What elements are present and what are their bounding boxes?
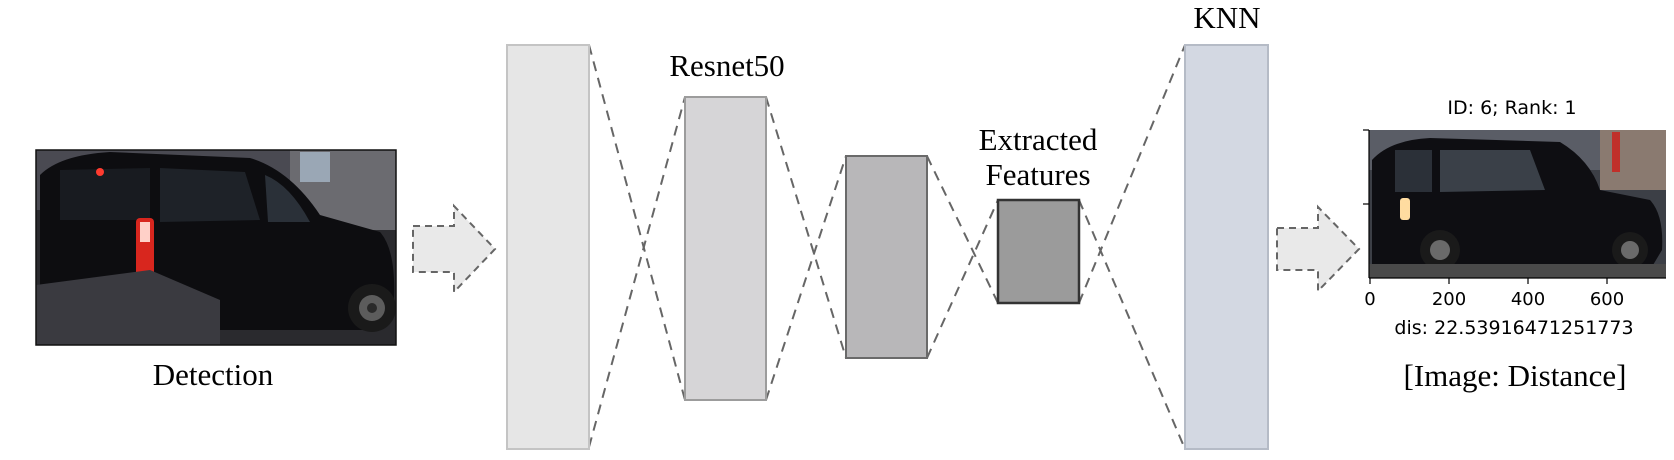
detection-label: Detection [153,357,274,392]
resnet-layer-1 [506,44,590,450]
layer-connectors [588,44,1186,450]
output-label: [Image: Distance] [1404,358,1627,393]
knn-block [1184,44,1269,450]
x-tick-label: 600 [1590,289,1624,310]
x-tick-label: 200 [1432,289,1466,310]
resnet50-label: Resnet50 [669,48,784,83]
extracted-features-block [996,198,1081,305]
result-plot: ID: 6; Rank: 1 0 200 400 600 dis: 22.539… [1363,97,1666,339]
right-arrow-icon [412,203,497,295]
resnet-layer-3 [845,155,928,359]
right-arrow-icon [1276,204,1361,294]
extracted-features-label-line2: Features [985,157,1090,192]
x-tick-label: 0 [1364,289,1375,310]
detection-image [35,149,397,346]
knn-label: KNN [1193,0,1260,35]
result-plot-title: ID: 6; Rank: 1 [1447,97,1576,119]
x-tick-label: 400 [1511,289,1545,310]
resnet-layer-2 [684,96,767,401]
distance-text: dis: 22.53916471251773 [1394,317,1633,339]
extracted-features-label-line1: Extracted [979,122,1098,157]
